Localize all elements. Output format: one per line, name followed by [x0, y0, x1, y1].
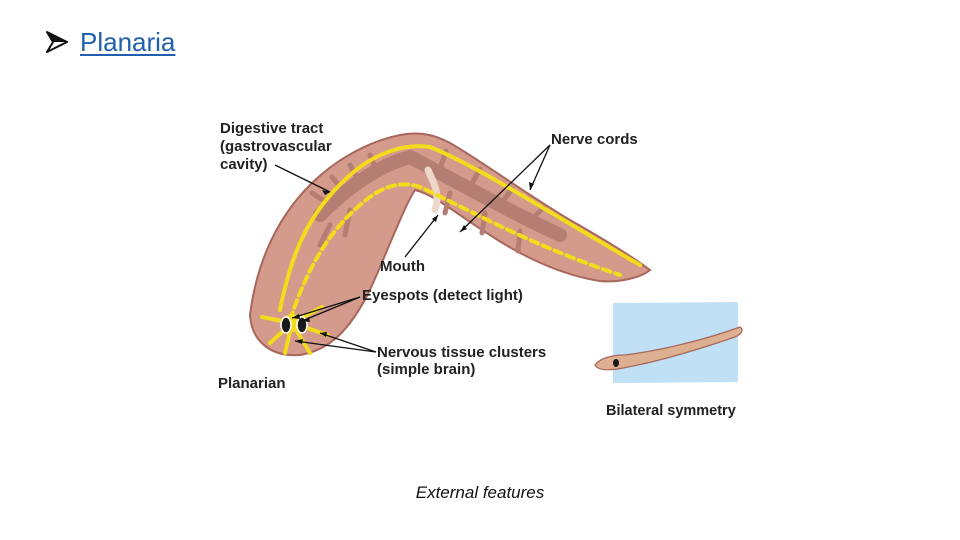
slide-heading: Planaria	[44, 24, 175, 60]
label-nervous-tissue-2: (simple brain)	[377, 361, 475, 378]
label-nerve-cords: Nerve cords	[551, 131, 638, 148]
planaria-diagram: Digestive tract (gastrovascular cavity) …	[218, 120, 743, 419]
gut-main	[313, 149, 567, 242]
planarian-body	[248, 132, 652, 357]
label-mouth: Mouth	[380, 258, 425, 275]
figure-caption: External features	[415, 483, 545, 502]
label-digestive-tract-2: (gastrovascular	[220, 138, 332, 155]
leader-lines	[274, 144, 551, 353]
label-eyespots: Eyespots (detect light)	[362, 287, 523, 304]
leader-arrows	[292, 182, 534, 344]
symmetry-worm	[594, 326, 743, 371]
heading-link[interactable]: Planaria	[80, 26, 176, 57]
pharynx	[424, 166, 441, 214]
arrow-bullet-icon	[46, 31, 68, 53]
label-digestive-tract-1: Digestive tract	[220, 120, 323, 137]
label-digestive-tract-3: cavity)	[220, 156, 268, 173]
label-nervous-tissue-1: Nervous tissue clusters	[377, 344, 546, 361]
label-bilateral-symmetry: Bilateral symmetry	[606, 403, 736, 419]
nerve-cords	[278, 144, 642, 322]
label-planarian: Planarian	[218, 375, 286, 392]
